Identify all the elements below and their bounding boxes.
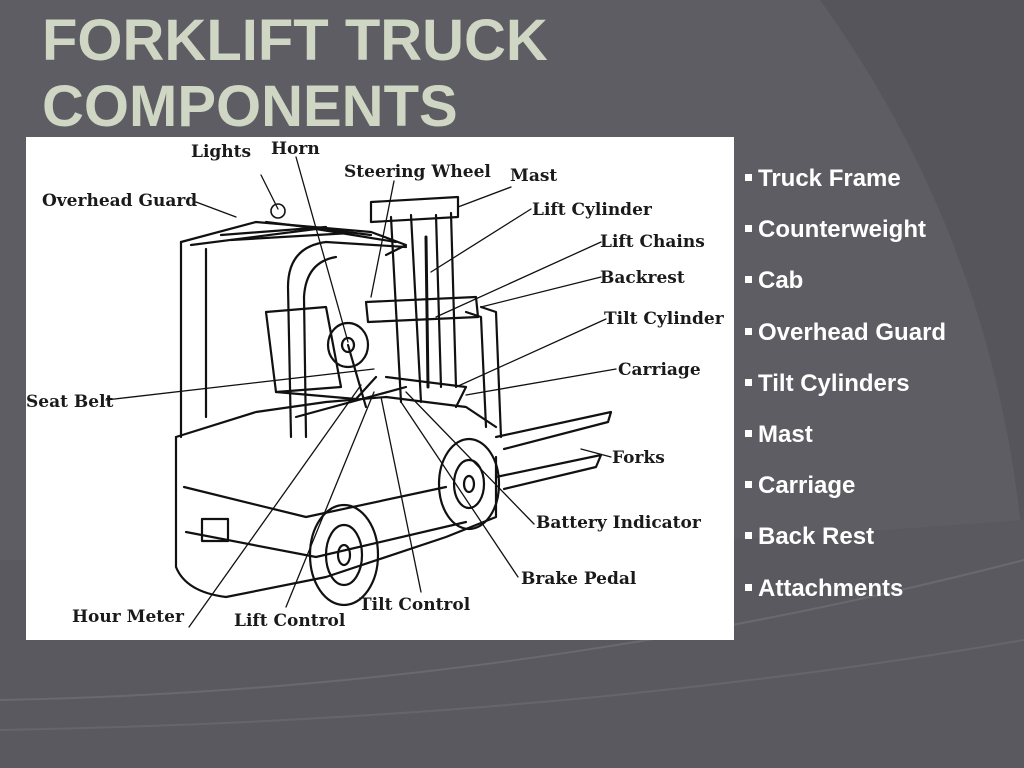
slide-title: FORKLIFT TRUCK COMPONENTS <box>42 8 548 140</box>
label-lift-cylinder: Lift Cylinder <box>532 200 653 220</box>
list-item: Overhead Guard <box>745 314 946 365</box>
label-lift-control: Lift Control <box>234 611 346 631</box>
label-steering-wheel: Steering Wheel <box>344 162 491 182</box>
label-seat-belt: Seat Belt <box>26 392 114 412</box>
label-overhead-guard: Overhead Guard <box>42 191 197 211</box>
label-lights: Lights <box>191 142 251 162</box>
forklift-drawing: Lights Horn Steering Wheel Mast Overhead… <box>26 139 725 631</box>
list-item: Counterweight <box>745 211 946 262</box>
label-brake-pedal: Brake Pedal <box>521 569 637 589</box>
components-list: Truck Frame Counterweight Cab Overhead G… <box>745 160 946 621</box>
bullet-square-icon <box>745 327 752 335</box>
bullet-square-icon <box>745 378 752 386</box>
label-tilt-control: Tilt Control <box>359 595 471 615</box>
list-item: Cab <box>745 262 946 313</box>
label-backrest: Backrest <box>600 268 685 288</box>
title-line-1: FORKLIFT TRUCK <box>42 8 548 73</box>
label-horn: Horn <box>271 139 320 159</box>
list-item: Carriage <box>745 467 946 518</box>
list-item: Truck Frame <box>745 160 946 211</box>
label-tilt-cylinder: Tilt Cylinder <box>604 309 725 329</box>
bullet-square-icon <box>745 276 752 284</box>
bullet-square-icon <box>745 225 752 233</box>
label-carriage: Carriage <box>618 360 701 380</box>
bullet-square-icon <box>745 174 752 181</box>
bullet-square-icon <box>745 429 752 437</box>
bullet-square-icon <box>745 532 752 540</box>
label-lift-chains: Lift Chains <box>600 232 705 252</box>
label-battery-indicator: Battery Indicator <box>536 513 702 533</box>
label-forks: Forks <box>612 448 665 468</box>
list-item: Mast <box>745 416 946 467</box>
title-line-2: COMPONENTS <box>42 74 458 139</box>
list-item: Tilt Cylinders <box>745 365 946 416</box>
label-hour-meter: Hour Meter <box>72 607 185 627</box>
label-mast: Mast <box>510 166 557 186</box>
list-item: Back Rest <box>745 518 946 569</box>
bullet-square-icon <box>745 583 752 591</box>
forklift-diagram: Lights Horn Steering Wheel Mast Overhead… <box>26 137 734 640</box>
list-item: Attachments <box>745 570 946 621</box>
bullet-square-icon <box>745 481 752 489</box>
